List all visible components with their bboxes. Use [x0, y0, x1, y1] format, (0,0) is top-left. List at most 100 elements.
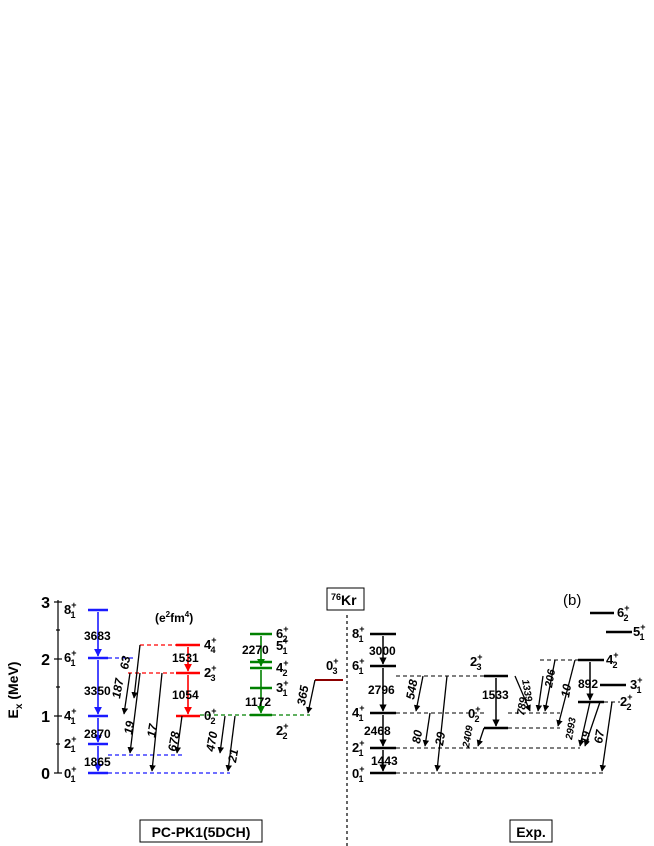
level-label: 0+3	[326, 656, 339, 676]
transition-value: 206	[543, 667, 558, 689]
transition-arrow	[535, 675, 544, 712]
transition-value: 3683	[84, 629, 111, 643]
transition-arrow	[131, 644, 141, 699]
level-label: 6+2	[617, 603, 630, 623]
level-label: 2+2	[620, 692, 633, 712]
y-tick-label: 2	[41, 652, 50, 669]
transition-arrow	[583, 701, 601, 747]
units-note: (e2fm4)	[155, 610, 193, 625]
transition-value: 365	[294, 684, 311, 706]
level-label: 3+1	[276, 678, 289, 698]
transition-value: 2870	[84, 727, 111, 741]
level-label: 0+1	[64, 764, 77, 784]
level-label: 2+1	[64, 734, 77, 754]
transition-value: 3000	[369, 644, 396, 658]
transition-arrow	[217, 715, 226, 754]
transition-arrow	[434, 675, 448, 772]
level-label: 6+1	[64, 648, 77, 668]
transition-value: 187	[109, 676, 126, 699]
y-tick-label: 1	[41, 709, 50, 726]
level-label: 8+1	[64, 600, 77, 620]
transition-value: 1533	[482, 688, 509, 702]
transition-value: 80	[409, 729, 425, 745]
transition-value: 1443	[371, 754, 398, 768]
transition-arrow	[556, 659, 576, 727]
exp-vertical-arrows	[379, 636, 594, 772]
transition-value: 67	[591, 728, 607, 745]
y-tick-label: 3	[41, 595, 50, 612]
theory-label: PC-PK1(5DCH)	[152, 824, 251, 840]
transition-arrow	[514, 675, 531, 712]
transition-arrow	[174, 715, 183, 754]
transition-value: 2270	[242, 643, 269, 657]
level-label: 0+2	[468, 704, 481, 724]
transition-arrow	[542, 659, 556, 712]
level-label: 2+1	[352, 738, 365, 758]
exp-interband-arrows	[413, 659, 613, 772]
theory-interband-arrows	[121, 644, 316, 772]
theory-red-band	[176, 643, 200, 718]
transition-arrow	[422, 712, 431, 747]
transition-arrow	[127, 672, 141, 754]
transition-arrow	[149, 672, 163, 772]
level-label: 8+1	[352, 624, 365, 644]
transition-value: 892	[578, 677, 598, 691]
transition-value: 10	[558, 683, 574, 699]
transition-value: 19	[121, 720, 137, 736]
transition-value: 2796	[368, 683, 395, 697]
y-tick-label: 0	[41, 766, 50, 783]
transition-value: 2468	[364, 724, 391, 738]
transition-value: 21	[225, 748, 241, 765]
theory-gs-extensions	[108, 657, 230, 774]
level-label: 2+2	[276, 721, 289, 741]
level-label: 2+3	[470, 652, 483, 672]
transition-value: 3350	[84, 684, 111, 698]
transition-arrow	[578, 701, 591, 747]
level-label: 6+2	[276, 624, 289, 644]
y-axis	[54, 600, 62, 774]
level-label: 4+2	[276, 658, 289, 678]
panel-label: (b)	[563, 592, 581, 609]
transition-value: 1531	[172, 651, 199, 665]
level-label: 4+2	[606, 650, 619, 670]
level-label: 3+1	[630, 675, 643, 695]
transition-value: 1054	[172, 688, 199, 702]
y-axis-title: Ex (MeV)	[5, 662, 25, 719]
transition-value: 789	[515, 695, 530, 716]
level-label: 6+1	[352, 656, 365, 676]
transition-arrow	[476, 727, 485, 747]
theory-gs-band	[88, 608, 108, 775]
theory-green-band	[250, 632, 272, 717]
transition-value: 548	[403, 678, 420, 700]
level-label: 5+1	[633, 622, 646, 642]
nucleus-label-box	[326, 587, 365, 611]
theory-level-labels: 0+1 2+1 4+1 6+1 8+1 0+2 2+3 4+4 2+2 3+1 …	[64, 600, 339, 784]
transition-value: 1865	[84, 755, 111, 769]
transition-arrow	[225, 715, 236, 772]
transition-value: 29	[432, 731, 448, 748]
transition-value: 2409	[461, 724, 476, 749]
exp-level-labels: 0+1 2+1 4+1 6+1 8+1 0+2 2+3 2+2 3+1 4+2 …	[352, 603, 646, 784]
transition-arrow	[413, 675, 424, 712]
transition-value: 63	[117, 655, 133, 671]
exp-transition-labels: 1443 2468 2796 3000 1533 892 548 80 29 2…	[364, 644, 608, 768]
theory-transition-labels: 1865 2870 3350 3683 1054 1531 2270 1172 …	[84, 629, 311, 769]
level-label: 2+3	[204, 663, 217, 683]
transition-arrow	[121, 672, 131, 715]
transition-arrow	[306, 679, 316, 714]
level-label: 0+1	[352, 764, 365, 784]
nucleus-label: 76Kr	[331, 592, 357, 608]
transition-value: 17	[144, 722, 160, 739]
level-label: 0+2	[204, 706, 217, 726]
transition-arrow	[599, 701, 613, 772]
transition-value: 1339	[519, 679, 534, 703]
level-label: 4+1	[64, 706, 77, 726]
transition-value: 2993	[564, 716, 579, 741]
transition-value: 678	[165, 730, 182, 752]
theory-label-box	[139, 819, 263, 843]
transition-value: 1172	[245, 695, 271, 709]
transition-value: 19	[579, 730, 593, 745]
level-label: 4+4	[204, 635, 217, 655]
exp-label: Exp.	[516, 824, 546, 840]
